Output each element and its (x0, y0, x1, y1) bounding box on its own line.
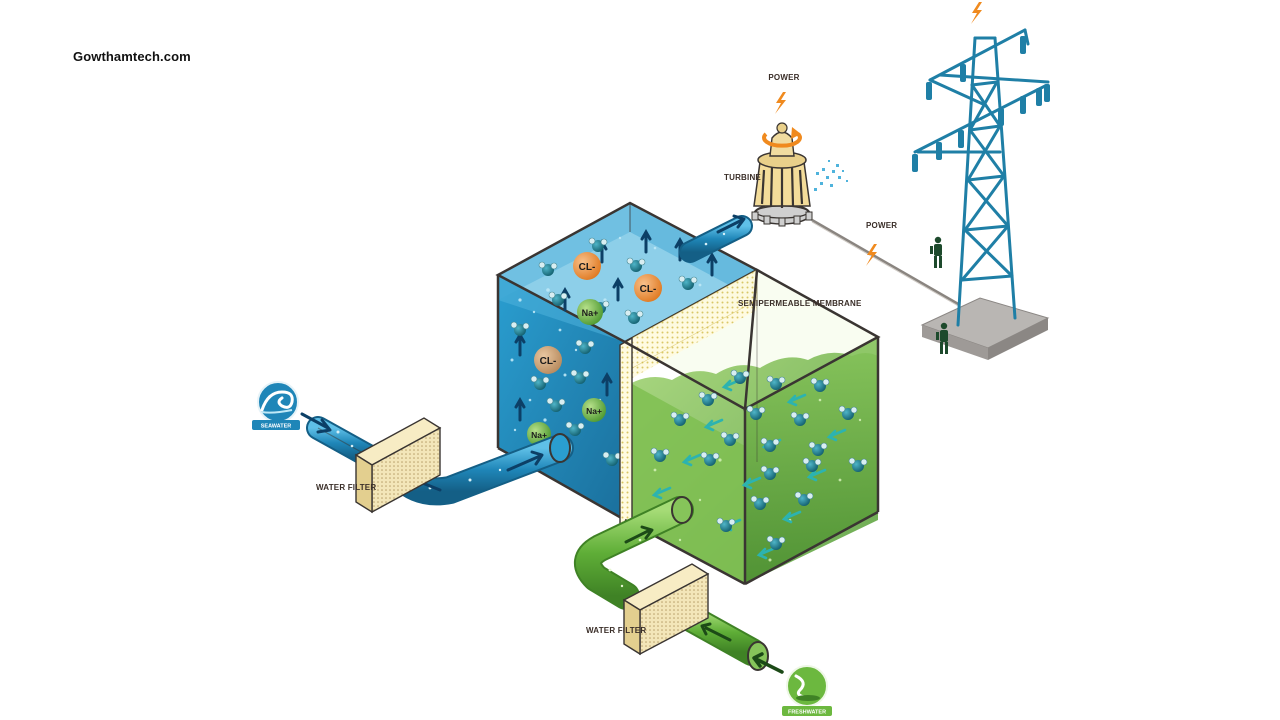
seawater-filter (354, 417, 442, 514)
freshwater-icon: FRESHWATER (782, 665, 832, 716)
sodium-ion-label: Na+ (531, 430, 547, 440)
power-cable (811, 218, 961, 308)
membrane-label: SEMIPERMEABLE MEMBRANE (738, 299, 862, 308)
chloride-ion: CL- (534, 346, 562, 374)
rotation-arrow-icon (762, 127, 802, 148)
worker-figure-icon (936, 322, 948, 354)
turbine-label: TURBINE (724, 173, 761, 182)
lightning-bolt-icon (775, 92, 786, 114)
worker-figure-icon (930, 236, 942, 268)
chloride-ion-label: CL- (579, 262, 596, 273)
sodium-ion-label: Na+ (586, 406, 602, 416)
power-label-line: POWER (866, 221, 897, 230)
power-label-top: POWER (768, 73, 799, 82)
chloride-ion: CL- (573, 252, 601, 280)
water-filter-label-sea: WATER FILTER (316, 483, 376, 492)
freshwater-label: FRESHWATER (788, 710, 826, 716)
transmission-tower-icon (912, 28, 1050, 360)
sodium-ion: Na+ (582, 398, 606, 422)
chloride-ion: CL- (634, 274, 662, 302)
chloride-ion-label: CL- (640, 284, 657, 295)
freshwater-filter (622, 563, 710, 656)
chloride-ion-label: CL- (540, 356, 557, 367)
water-filter-label-fresh: WATER FILTER (586, 626, 646, 635)
outlet-pipe (679, 214, 753, 263)
sodium-ion: Na+ (577, 299, 603, 325)
freshwater-pipe (574, 496, 784, 674)
site-brand: Gowthamtech.com (73, 49, 191, 64)
seawater-label: SEAWATER (261, 424, 291, 430)
seawater-wave-icon: SEAWATER (252, 381, 300, 430)
sodium-ion-label: Na+ (582, 308, 599, 318)
lightning-bolt-icon (971, 2, 982, 24)
